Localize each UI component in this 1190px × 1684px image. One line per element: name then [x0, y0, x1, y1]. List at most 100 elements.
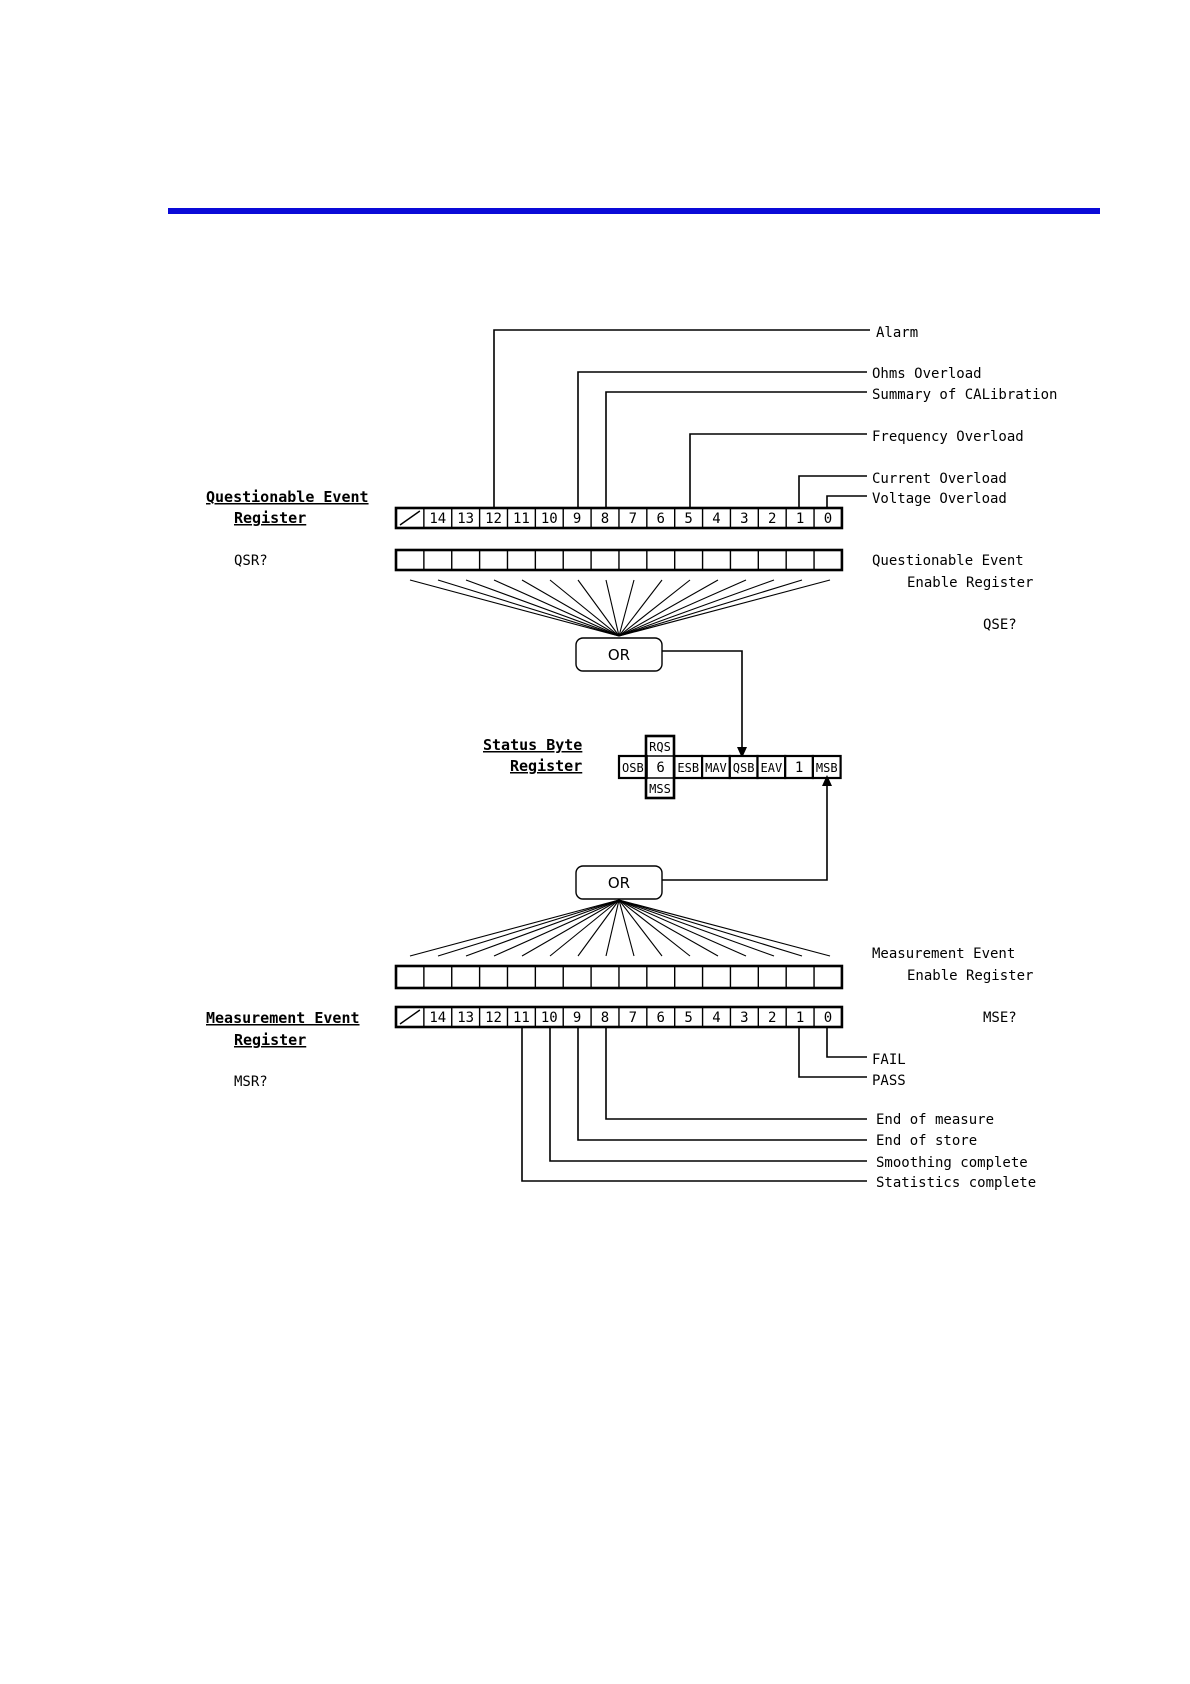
measurement-enable-register: [394, 964, 844, 990]
fan-line: [618, 899, 691, 957]
m-annotation-pass: PASS: [872, 1073, 906, 1089]
q-annotation-current-overload: Current Overload: [872, 471, 1007, 487]
m-reg-bit-13: 13: [457, 1010, 474, 1026]
q-reg-bit-2: 2: [768, 511, 776, 527]
m-annotation-end-of-store: End of store: [876, 1133, 977, 1149]
q-enable-query: QSE?: [983, 617, 1017, 633]
fan-line: [618, 579, 775, 637]
q-annotation-ohms-overload: Ohms Overload: [872, 366, 982, 382]
status-byte-cell-qsb: QSB: [733, 761, 755, 775]
status-byte-mss: MSS: [649, 782, 671, 796]
m-annotation-smoothing-complete: Smoothing complete: [876, 1155, 1028, 1171]
m-reg-bit-0: 0: [824, 1010, 832, 1026]
or-gate-bottom: OR: [575, 865, 663, 900]
status-byte-rqs-mss-frame: [644, 734, 676, 800]
status-byte-rqs: RQS: [649, 740, 671, 754]
m-reg-bit-3: 3: [740, 1010, 748, 1026]
fan-line: [549, 899, 620, 957]
q-reg-bit-1: 1: [796, 511, 804, 527]
status-byte-register: RQS MSS OSB 6 ESB MAV QSB EAV 1 MSB: [617, 734, 842, 800]
m-enable-query: MSE?: [983, 1010, 1017, 1026]
questionable-title-line2: Register: [234, 509, 306, 527]
m-reg-bit-4: 4: [712, 1010, 720, 1026]
fan-line: [549, 579, 620, 637]
status-byte-cell-osb: OSB: [622, 761, 644, 775]
m-reg-bit-5: 5: [684, 1010, 692, 1026]
q-reg-bit-7: 7: [629, 511, 637, 527]
m-reg-bit-10: 10: [541, 1010, 558, 1026]
status-byte-title-line2: Register: [510, 757, 582, 775]
q-summary-line: [662, 650, 743, 750]
q-annotation-lines: [493, 329, 870, 508]
q-enable-label-line2: Enable Register: [907, 575, 1033, 591]
measurement-title-line1: Measurement Event: [206, 1009, 360, 1027]
q-reg-bit-5: 5: [684, 511, 692, 527]
fan-line: [618, 579, 719, 637]
fan-line: [493, 579, 620, 637]
q-fan-in-lines: [409, 579, 831, 637]
status-byte-cell-6: 6: [656, 760, 664, 776]
m-enable-label-line1: Measurement Event: [872, 946, 1015, 962]
measurement-query: MSR?: [234, 1074, 268, 1090]
m-reg-bit-9: 9: [573, 1010, 581, 1026]
m-reg-bit-7: 7: [629, 1010, 637, 1026]
m-reg-bit-2: 2: [768, 1010, 776, 1026]
m-reg-bit-14: 14: [429, 1010, 446, 1026]
status-byte-cell-1: 1: [795, 760, 803, 776]
q-annotation-frequency-overload: Frequency Overload: [872, 429, 1024, 445]
questionable-title-line1: Questionable Event: [206, 488, 369, 506]
fan-line: [605, 899, 620, 957]
fan-line: [437, 579, 620, 637]
m-fan-in-lines: [409, 899, 831, 957]
fan-line: [437, 899, 620, 957]
fan-line: [577, 899, 620, 957]
fan-line: [465, 899, 620, 957]
status-byte-cell-mav: MAV: [705, 761, 727, 775]
q-reg-bit-11: 11: [513, 511, 530, 527]
q-reg-unused-cell: [399, 510, 421, 526]
m-reg-bit-1: 1: [796, 1010, 804, 1026]
q-reg-bit-14: 14: [429, 511, 446, 527]
fan-line: [618, 899, 803, 957]
fan-line: [409, 899, 620, 957]
status-byte-cell-eav: EAV: [761, 761, 783, 775]
q-reg-bit-10: 10: [541, 511, 558, 527]
status-byte-cell-esb: ESB: [677, 761, 699, 775]
fan-line: [618, 579, 691, 637]
fan-line: [618, 899, 831, 957]
fan-line: [465, 579, 620, 637]
fan-line: [618, 579, 635, 637]
q-reg-bit-9: 9: [573, 511, 581, 527]
q-enable-label-line1: Questionable Event: [872, 553, 1024, 569]
q-summary-arrow: [737, 747, 747, 758]
m-annotation-fail: FAIL: [872, 1052, 906, 1068]
q-reg-bit-12: 12: [485, 511, 502, 527]
q-reg-bit-4: 4: [712, 511, 720, 527]
fan-line: [618, 579, 803, 637]
fan-line: [618, 899, 635, 957]
fan-line: [618, 899, 719, 957]
fan-line: [521, 579, 620, 637]
m-reg-unused-cell: [399, 1009, 421, 1025]
fan-line: [618, 899, 663, 957]
fan-line: [605, 579, 620, 637]
q-reg-bit-0: 0: [824, 511, 832, 527]
questionable-enable-register: [394, 548, 844, 572]
q-annotation-voltage-overload: Voltage Overload: [872, 491, 1007, 507]
m-reg-bit-8: 8: [601, 1010, 609, 1026]
m-annotation-end-of-measure: End of measure: [876, 1112, 994, 1128]
fan-line: [521, 899, 620, 957]
status-byte-title-line1: Status Byte: [483, 736, 582, 754]
status-byte-cell-msb: MSB: [816, 761, 838, 775]
fan-line: [618, 579, 747, 637]
m-annotation-lines: [521, 1027, 867, 1182]
q-reg-bit-13: 13: [457, 511, 474, 527]
m-reg-bit-12: 12: [485, 1010, 502, 1026]
q-reg-bit-3: 3: [740, 511, 748, 527]
q-reg-bit-8: 8: [601, 511, 609, 527]
q-reg-bit-6: 6: [657, 511, 665, 527]
m-summary-line: [662, 783, 828, 881]
svg-text:OR: OR: [608, 646, 630, 664]
